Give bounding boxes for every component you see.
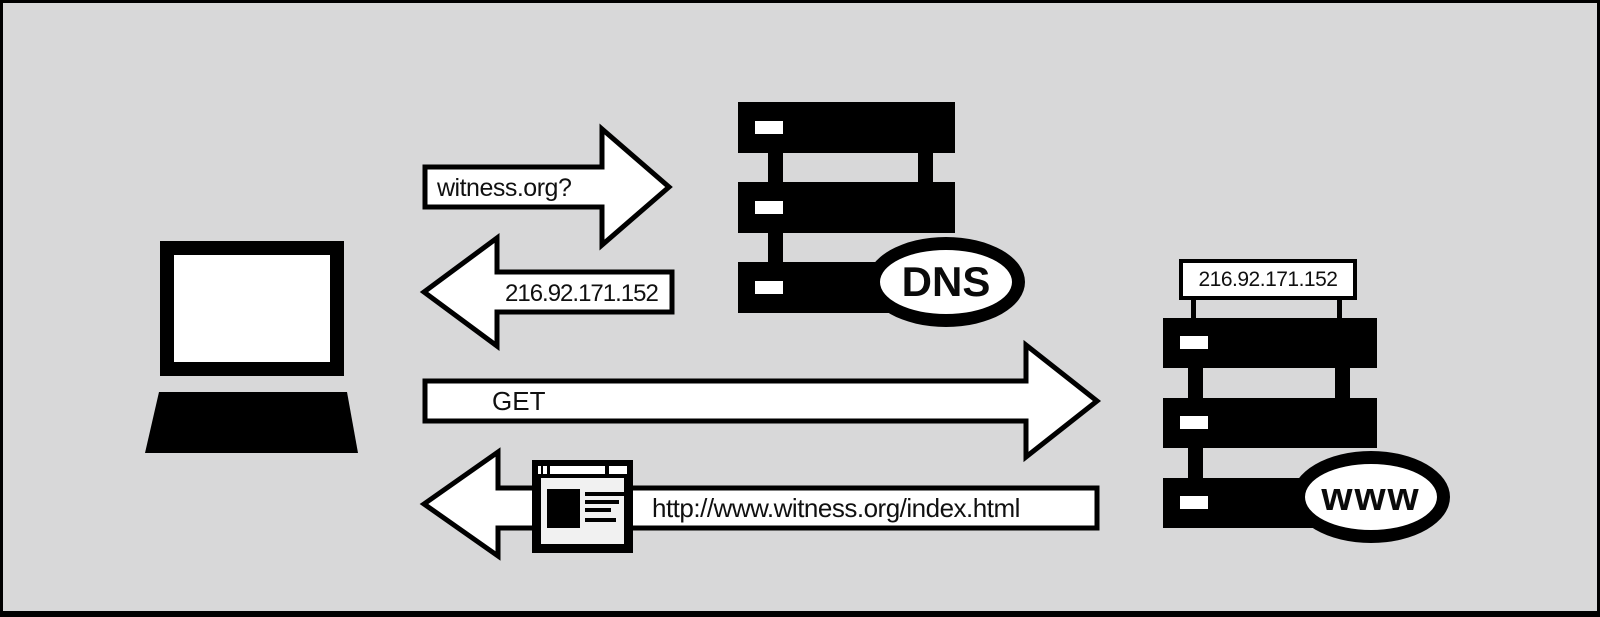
server-connector	[768, 233, 783, 262]
www-server-icon	[1163, 318, 1377, 528]
ip-label-stem	[1191, 300, 1196, 318]
www-badge-label: www	[1321, 474, 1421, 519]
browser-page-area	[541, 478, 625, 544]
server-led-slot	[755, 281, 783, 294]
ip-label-stem	[1337, 300, 1342, 318]
browser-titlebar-bar	[550, 466, 605, 474]
server-led-slot	[755, 121, 783, 134]
www-badge: www	[1292, 451, 1450, 543]
http-request-label: GET	[492, 386, 546, 416]
dns-query-arrow-icon: witness.org?	[422, 123, 673, 251]
browser-page-text-line	[585, 492, 625, 496]
browser-titlebar-dot	[543, 466, 547, 474]
dns-response-arrow-shape	[419, 233, 675, 351]
laptop-base	[145, 392, 358, 453]
web-server-ip-label: 216.92.171.152	[1179, 259, 1357, 300]
server-connector	[1188, 448, 1203, 478]
dns-response-arrow-icon: 216.92.171.152	[419, 233, 675, 351]
browser-titlebar-bar	[609, 466, 627, 474]
browser-page-image-block	[547, 489, 580, 528]
browser-page-text-line	[585, 500, 619, 504]
web-server-ip-text: 216.92.171.152	[1198, 267, 1338, 291]
dns-query-arrow-shape	[422, 123, 673, 251]
dns-response-label: 216.92.171.152	[505, 280, 658, 307]
laptop-screen	[160, 241, 344, 376]
browser-titlebar-dot	[538, 466, 541, 474]
server-connector	[1188, 368, 1203, 398]
dns-badge: DNS	[867, 237, 1025, 327]
server-connector	[768, 153, 783, 182]
server-connector	[1335, 368, 1350, 398]
server-led-slot	[1180, 496, 1208, 509]
server-led-slot	[1180, 336, 1208, 349]
browser-page-text-line	[585, 508, 611, 512]
http-request-arrow-shape	[422, 339, 1102, 463]
http-request-arrow-icon: GET	[422, 339, 1102, 463]
http-response-arrow-icon: http://www.witness.org/index.html	[419, 447, 1100, 561]
http-response-arrow-shape	[419, 447, 1100, 561]
server-connector	[918, 153, 933, 182]
browser-window-icon	[532, 460, 633, 553]
http-response-label: http://www.witness.org/index.html	[652, 493, 1020, 523]
server-led-slot	[1180, 416, 1208, 429]
browser-page-text-line	[585, 518, 616, 522]
dns-query-label: witness.org?	[436, 174, 571, 202]
dns-badge-label: DNS	[901, 258, 991, 305]
server-led-slot	[755, 201, 783, 214]
